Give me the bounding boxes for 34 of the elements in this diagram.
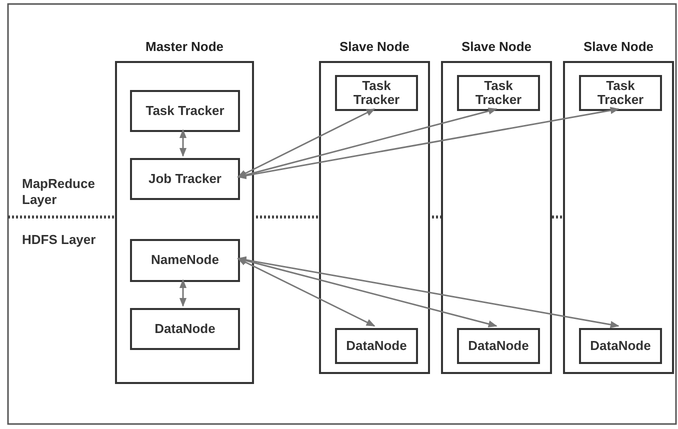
arrow: [237, 106, 620, 180]
node-label: Task Tracker: [596, 78, 645, 108]
node-label: DataNode: [345, 338, 408, 354]
arrow: [237, 257, 498, 328]
arrow: [237, 108, 376, 178]
arrow: [179, 129, 187, 157]
process-box: [335, 328, 418, 364]
node-heading: Slave Node: [338, 39, 411, 54]
process-box: [457, 328, 540, 364]
arrow: [237, 256, 620, 328]
node-label: DataNode: [154, 322, 216, 336]
node-label: NameNode: [150, 253, 220, 268]
node-heading: Slave Node: [582, 39, 655, 54]
node-label: Job Tracker: [148, 172, 222, 186]
node-heading: Master Node: [144, 39, 225, 54]
arrow: [237, 258, 376, 327]
process-box: [130, 239, 240, 282]
process-box: [130, 308, 240, 350]
node-label: Task Tracker: [144, 104, 226, 118]
node-label: Task Tracker: [474, 78, 523, 108]
node-label: Task Tracker: [352, 78, 401, 108]
arrow: [237, 108, 498, 178]
process-box: [579, 75, 662, 111]
process-box: [130, 90, 240, 132]
layer-label: HDFS Layer: [22, 232, 97, 248]
process-box: [457, 75, 540, 111]
node-heading: Slave Node: [460, 39, 533, 54]
node-label: DataNode: [589, 338, 652, 354]
process-box: [335, 75, 418, 111]
arrow: [179, 279, 187, 307]
layer-label: MapReduce Layer: [22, 176, 96, 208]
process-box: [579, 328, 662, 364]
process-box: [130, 158, 240, 200]
node-label: DataNode: [467, 338, 530, 354]
